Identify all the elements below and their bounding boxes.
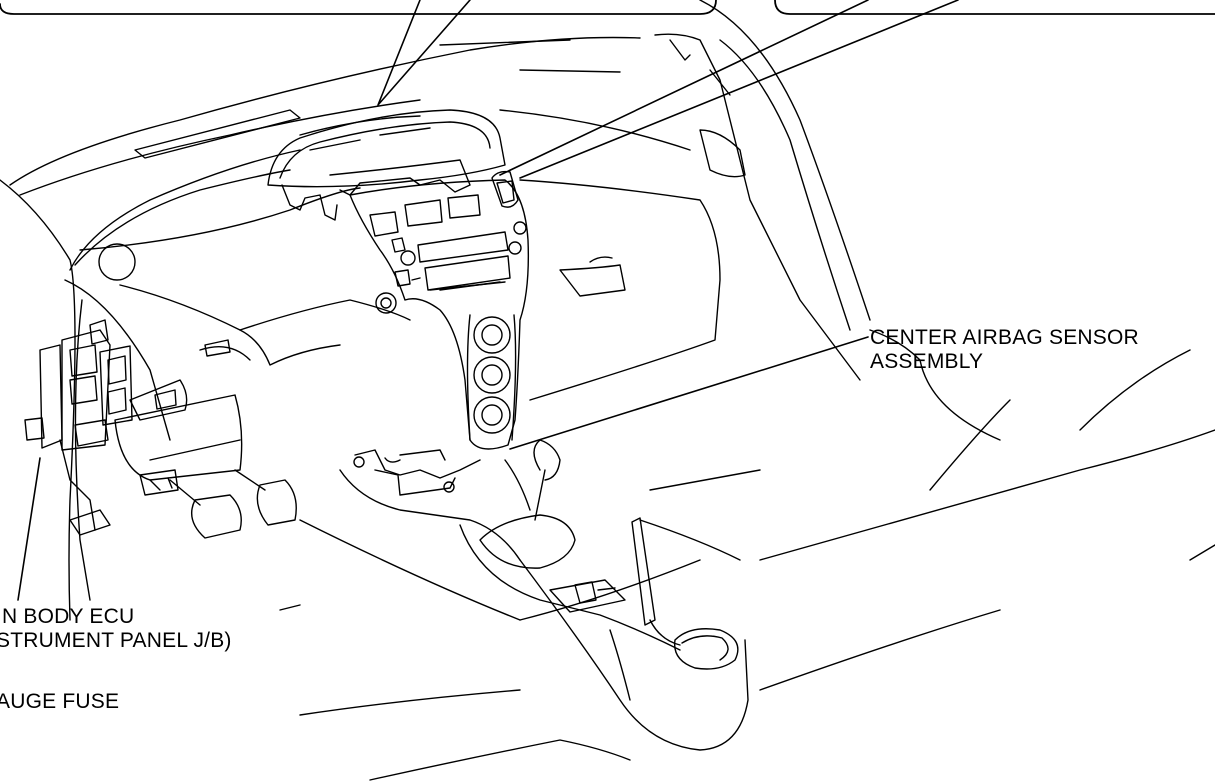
airbag-sensor-bracket <box>353 449 481 496</box>
dashboard-top <box>9 36 691 271</box>
pedals <box>169 469 297 539</box>
left-door-pillar <box>0 179 171 621</box>
floor-console <box>339 439 749 751</box>
main-body-ecu-label-line2: STRUMENT PANEL J/B) <box>0 629 232 652</box>
center-airbag-sensor-label: CENTER AIRBAG SENSOR ASSEMBLY <box>870 326 1139 374</box>
instrument-cluster <box>267 109 506 221</box>
hvac-knobs <box>466 314 517 441</box>
center-airbag-label-line2: ASSEMBLY <box>870 350 984 373</box>
gauge-fuse-label: AUGE FUSE <box>0 690 120 713</box>
left-dash-panel <box>98 243 411 496</box>
top-callout-boxes <box>0 0 1215 15</box>
leader-lines <box>17 0 959 601</box>
right-dash-and-door <box>519 0 1215 691</box>
main-body-ecu-label-line1: IN BODY ECU <box>0 605 135 628</box>
floor-lines <box>279 519 701 781</box>
center-console-stack <box>349 179 530 450</box>
junction-block <box>24 319 133 531</box>
center-airbag-label-line1: CENTER AIRBAG SENSOR <box>870 326 1139 349</box>
main-body-ecu-label: IN BODY ECU STRUMENT PANEL J/B) <box>0 605 232 653</box>
